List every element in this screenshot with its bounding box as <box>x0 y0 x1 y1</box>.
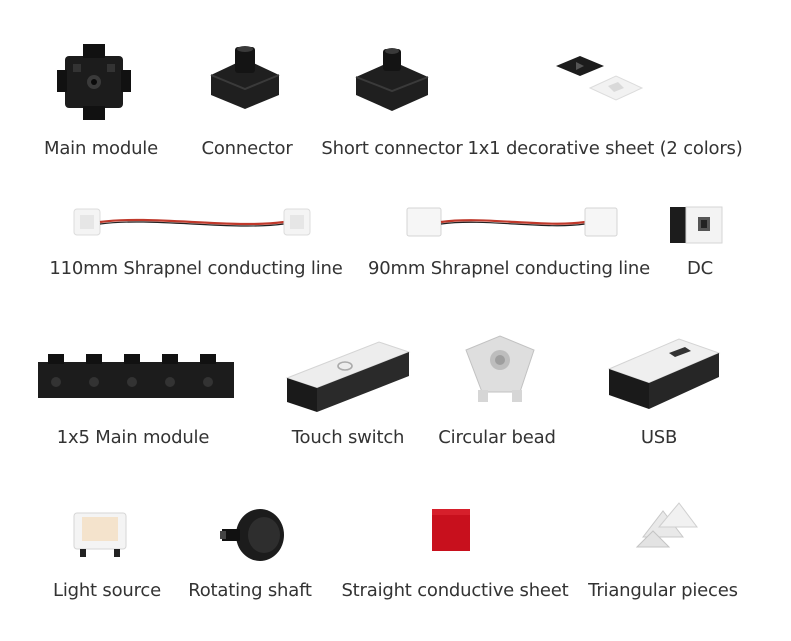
decorative-sheet-icon <box>550 52 650 112</box>
light-source-icon <box>70 505 130 560</box>
part-label: Main module <box>44 138 158 159</box>
part-label: 90mm Shrapnel conducting line <box>368 258 650 279</box>
connector-icon <box>205 45 285 115</box>
usb-module-icon <box>605 325 725 417</box>
triangular-pieces-icon <box>633 497 703 557</box>
part-label: Connector <box>201 138 293 159</box>
part-label: USB <box>640 427 678 448</box>
conducting-line-90-icon <box>405 203 620 241</box>
part-label: Light source <box>52 580 162 601</box>
part-label: Circular bead <box>438 427 556 448</box>
main-module-1x5-icon <box>36 350 236 408</box>
conductive-sheet-icon <box>428 505 476 555</box>
circular-bead-icon <box>460 330 540 405</box>
part-label: 110mm Shrapnel conducting line <box>49 258 343 279</box>
part-label: Straight conductive sheet <box>341 580 569 601</box>
conducting-line-110-icon <box>72 205 312 239</box>
rotating-shaft-icon <box>220 505 290 565</box>
part-label: Triangular pieces <box>588 580 738 601</box>
part-label: Short connector <box>321 138 463 159</box>
part-label: 1x5 Main module <box>56 427 210 448</box>
part-label: Touch switch <box>291 427 405 448</box>
part-label: Rotating shaft <box>188 580 312 601</box>
part-label: DC <box>686 258 714 279</box>
part-label: 1x1 decorative sheet (2 colors) <box>467 138 743 159</box>
dc-module-icon <box>668 203 728 248</box>
short-connector-icon <box>352 45 432 115</box>
main-module-icon <box>55 38 135 123</box>
touch-switch-icon <box>283 322 413 417</box>
